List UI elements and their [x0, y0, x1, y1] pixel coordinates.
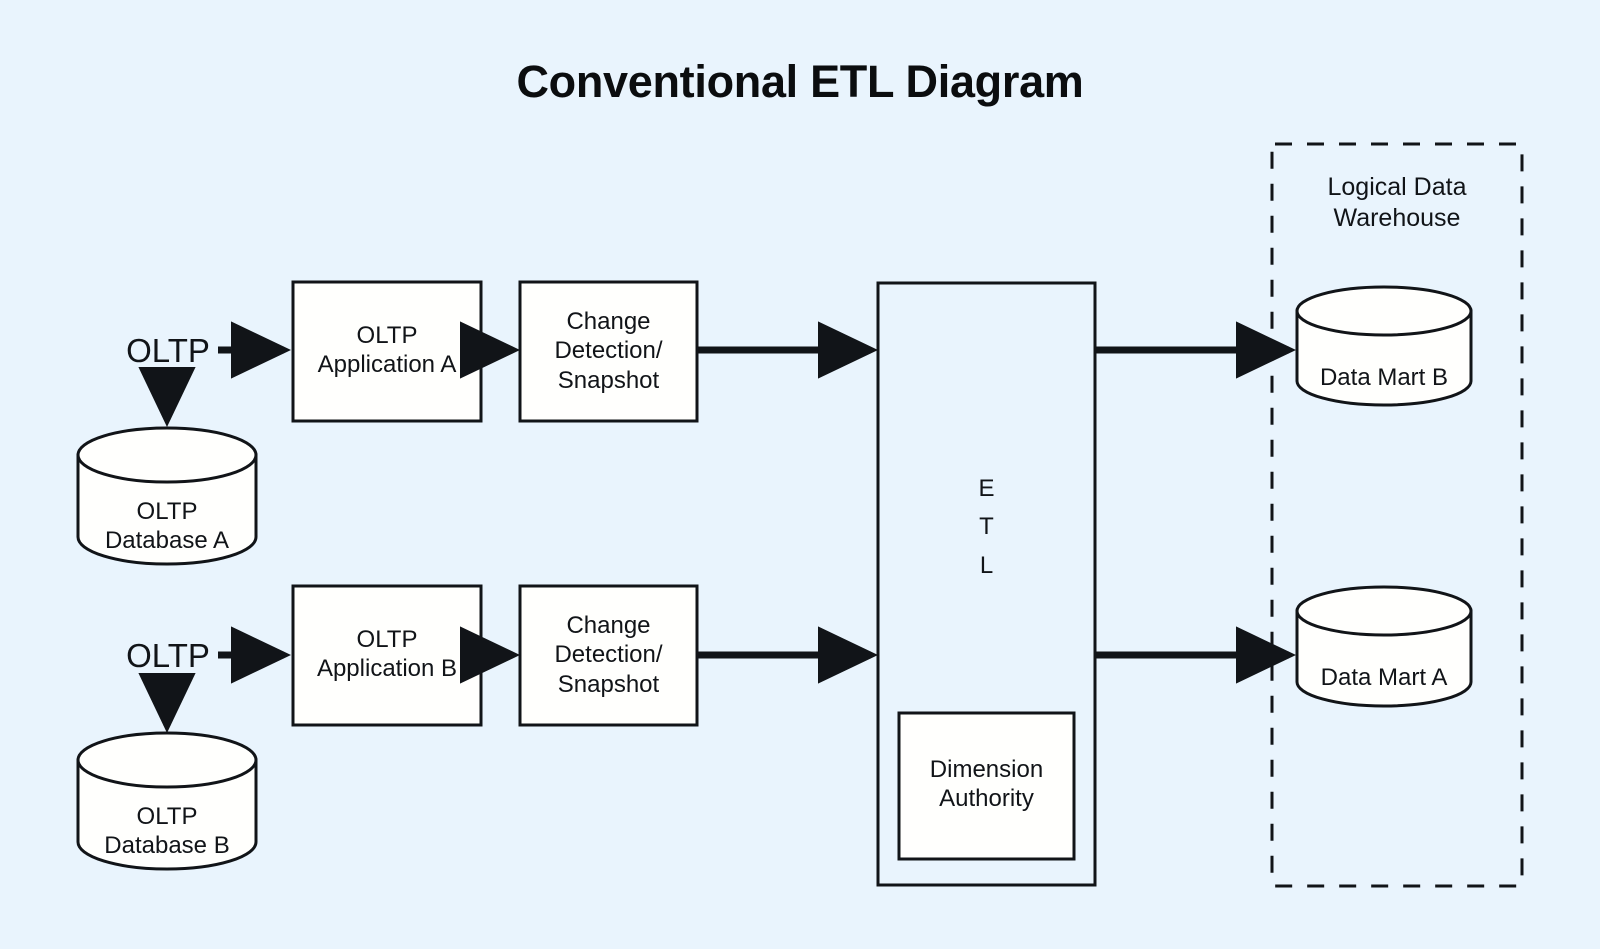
box-oltp-application-b: [291, 584, 483, 727]
box-dimension-authority: [897, 711, 1076, 861]
cylinder-data-mart-b: [1295, 285, 1473, 407]
cylinder-data-mart-a: [1295, 585, 1473, 708]
cylinder-oltp-database-b: [76, 731, 258, 871]
box-oltp-application-a: [291, 280, 483, 423]
box-change-detection-a: [518, 280, 699, 423]
logical-data-warehouse-container: [1270, 142, 1524, 888]
page-title: Conventional ETL Diagram: [516, 56, 1084, 107]
box-change-detection-b: [518, 584, 699, 727]
cylinder-oltp-database-a: [76, 426, 258, 566]
